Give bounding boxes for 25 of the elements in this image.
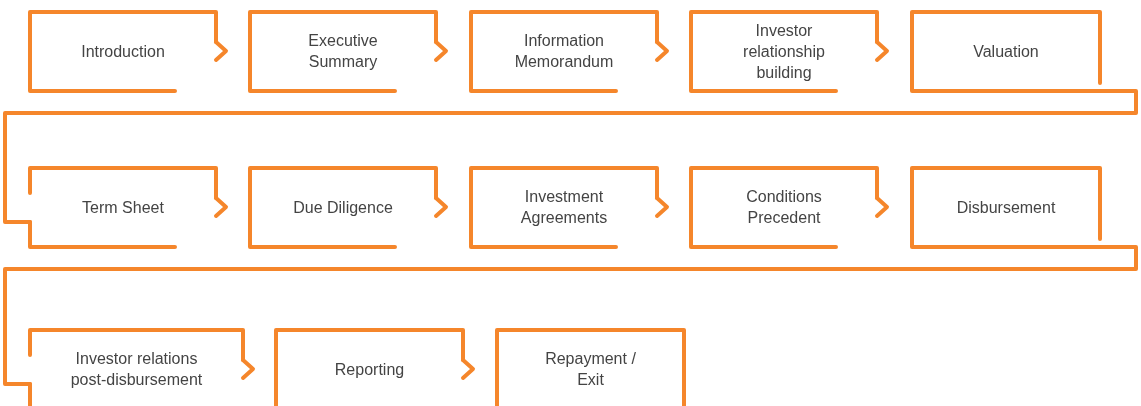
step-label: Term Sheet	[82, 197, 164, 218]
chevron-arrow	[241, 358, 255, 380]
step-label: Reporting	[334, 359, 405, 380]
chevron-arrow	[214, 40, 228, 62]
step-label: Conditions Precedent	[745, 187, 823, 228]
step-label: Information Memorandum	[513, 31, 615, 72]
chevron-arrow	[875, 40, 889, 62]
step-label: Executive Summary	[307, 31, 379, 72]
chevron-arrow	[655, 40, 669, 62]
step-label: Disbursement	[956, 197, 1056, 218]
connector-line	[3, 89, 1138, 224]
step-label: Investment Agreements	[519, 187, 609, 228]
connector-line	[3, 245, 1138, 386]
step-label: Investor relations post-disbursement	[69, 349, 204, 390]
chevron-arrow	[461, 358, 475, 380]
step-label: Repayment / Exit	[544, 349, 637, 390]
chevron-arrow	[875, 196, 889, 218]
chevron-arrow	[214, 196, 228, 218]
chevron-arrow	[434, 40, 448, 62]
step-label: Introduction	[81, 41, 165, 62]
chevron-arrow	[655, 196, 669, 218]
step-label: Due Diligence	[293, 197, 393, 218]
step-label: Valuation	[973, 41, 1039, 62]
chevron-arrow	[434, 196, 448, 218]
step-label: Investor relationship building	[742, 20, 826, 83]
